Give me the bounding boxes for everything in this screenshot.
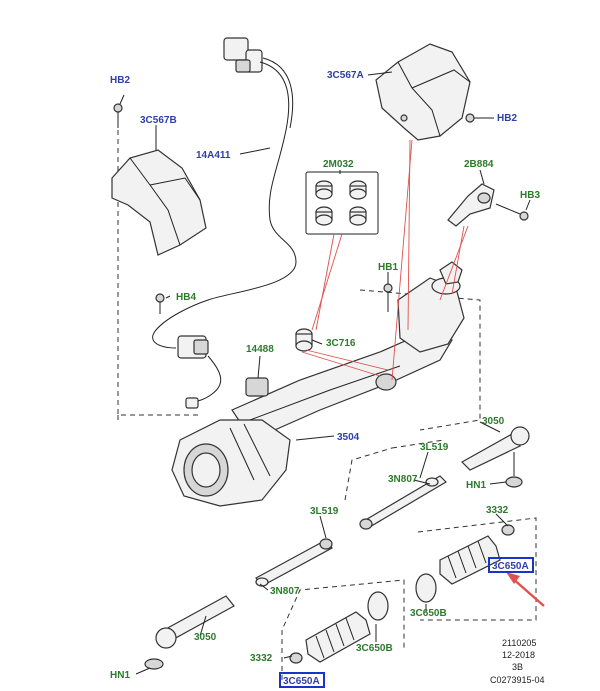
meta-date: 12-2018: [502, 650, 535, 660]
label-3050-left: 3050: [194, 632, 217, 643]
label-3504: 3504: [337, 432, 360, 443]
label-hn1-left: HN1: [110, 670, 130, 681]
label-hb1-top: HB1: [378, 262, 398, 273]
meta-code: 2110205: [502, 638, 536, 648]
meta-rev: 3B: [512, 662, 523, 672]
label-3l519-right: 3L519: [420, 442, 449, 453]
assembly-boundary: [117, 130, 481, 431]
label-hb4: HB4: [176, 292, 196, 303]
label-3c650a-right: 3C650A: [492, 561, 529, 572]
diagram-metadata: 2110205 12-2018 3B C0273915-04: [490, 638, 545, 685]
label-3c650b-right: 3C650B: [410, 608, 447, 619]
highlight-box-right: [488, 557, 534, 573]
part-labels: HB2 3C567B 3C567A HB2 14A411 2M032 2B884…: [110, 70, 540, 687]
label-3332-left: 3332: [250, 653, 273, 664]
label-3c650b-left: 3C650B: [356, 643, 393, 654]
bushing-set: [305, 171, 379, 235]
label-3c716: 3C716: [326, 338, 356, 349]
label-3n807-left: 3N807: [270, 586, 300, 597]
label-2b884: 2B884: [464, 159, 494, 170]
label-hn1-right: HN1: [466, 480, 486, 491]
bolt-hb1: [383, 283, 393, 312]
assembly-boundary-lower: [344, 439, 445, 501]
label-3c567b: 3C567B: [140, 115, 177, 126]
label-hb3: HB3: [520, 190, 540, 201]
outer-tie-rod-right: [461, 426, 530, 488]
boot-right: [415, 517, 537, 621]
highlight-box-left: [279, 672, 325, 688]
mounting-bracket: [447, 183, 529, 227]
leader-lines: [119, 71, 531, 675]
label-3n807-right: 3N807: [388, 474, 418, 485]
wiring-harness: [152, 37, 297, 409]
red-arrow-icon: [506, 572, 545, 607]
heat-shield-right: [375, 43, 484, 141]
inner-tie-rod-left: [255, 538, 333, 587]
label-3c567a: 3C567A: [327, 70, 364, 81]
label-3332-right: 3332: [486, 505, 509, 516]
bushing-3c716: [295, 328, 313, 352]
heat-shield-left: [111, 103, 207, 256]
label-2m032: 2M032: [323, 159, 354, 170]
label-3c650a-left: 3C650A: [283, 676, 320, 687]
boot-left: [281, 579, 405, 680]
label-14a411: 14A411: [196, 150, 231, 161]
outer-tie-rod-left: [144, 595, 235, 670]
meta-ref: C0273915-04: [490, 675, 545, 685]
steering-rack-body: [171, 261, 465, 507]
callout-lines: [301, 139, 469, 381]
label-14488: 14488: [246, 344, 274, 355]
label-hb2-left: HB2: [110, 75, 130, 86]
label-3050-right: 3050: [482, 416, 505, 427]
label-hb2-right: HB2: [497, 113, 517, 124]
label-3l519-left: 3L519: [310, 506, 339, 517]
